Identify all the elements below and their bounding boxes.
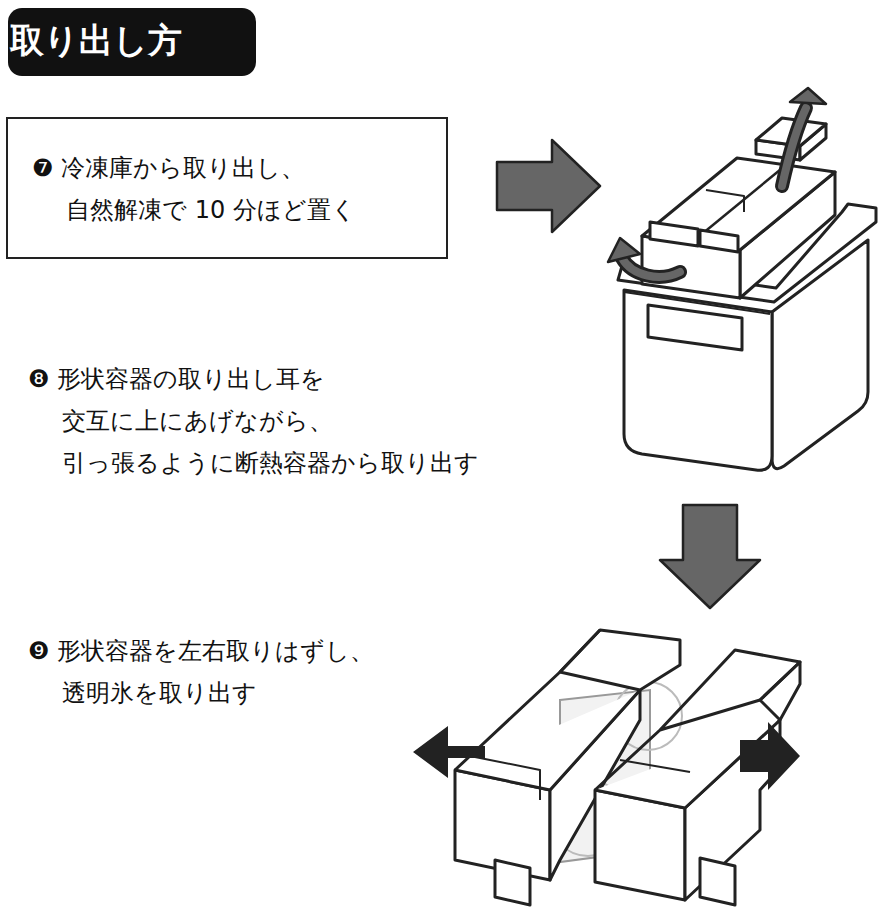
title-band: 取り出し方: [8, 8, 256, 76]
lift-arrow-part: [782, 108, 806, 186]
shape-container-left-half-part: [455, 630, 680, 790]
title-text: 取り出し方: [0, 18, 220, 62]
step-box: ❼ 冷凍庫から取り出し、 自然解凍で 10 分ほど置く: [6, 117, 448, 259]
step-text: ❼ 冷凍庫から取り出し、 自然解凍で 10 分ほど置く: [66, 147, 406, 231]
shape-container-part: [706, 190, 744, 212]
lift-arrow-part: [608, 238, 640, 262]
insulated-container-part: [624, 290, 772, 470]
lift-arrow: [608, 88, 826, 277]
shape-container-right-half-part: [620, 760, 690, 772]
lift-arrow-part: [622, 258, 680, 277]
step-note: ❾ 形状容器を左右取りはずし、 透明氷を取り出す: [62, 630, 482, 714]
shape-container-part: [700, 230, 738, 252]
separate-arrows: [413, 722, 800, 790]
step-arrow-right-part: [497, 140, 600, 232]
separate-arrows-part: [413, 726, 485, 778]
lift-arrow-part: [622, 258, 680, 277]
insulated-container-part: [648, 305, 742, 350]
step-arrow-down: [660, 505, 760, 608]
insulated-container-part: [624, 292, 770, 314]
step-arrow-right: [497, 140, 600, 232]
shape-container-right-half: [595, 650, 800, 905]
lift-arrow-part: [790, 88, 826, 104]
shape-container-right-half-part: [595, 662, 800, 808]
shape-container-right-half-part: [700, 858, 735, 905]
shape-container-right-half-part: [595, 650, 800, 790]
step-note: ❽ 形状容器の取り出し耳を 交互に上にあげながら、 引っ張るように断熱容器から取…: [62, 358, 522, 484]
step-arrow-down-part: [660, 505, 760, 608]
separate-arrows-part: [740, 722, 800, 790]
lift-arrow-part: [782, 108, 806, 186]
shape-container-left-half-part: [470, 756, 540, 800]
shape-container-part: [650, 222, 698, 246]
shape-container-left-half-part: [495, 860, 530, 905]
